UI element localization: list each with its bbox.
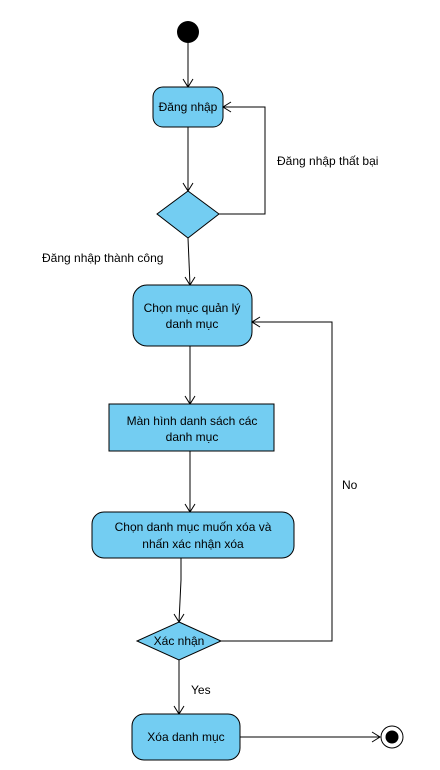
node-choose-line2: danh mục — [166, 317, 219, 331]
edge-label-login-success: Đăng nhập thành công — [42, 251, 163, 265]
node-select-line1: Chọn danh mục muốn xóa và — [115, 520, 272, 534]
edge-login-failed — [219, 106, 266, 215]
arrowhead — [371, 731, 381, 743]
edge-no — [221, 321, 333, 642]
arrowhead — [251, 316, 261, 328]
node-login: Đăng nhập — [152, 86, 224, 128]
node-category-list: Màn hình danh sách các danh mục — [108, 403, 275, 452]
decision-confirm: Xác nhận — [135, 621, 223, 661]
decision-login — [156, 190, 220, 239]
node-choose-line1: Chọn mục quản lý — [144, 301, 241, 315]
node-select-to-delete: Chọn danh mục muốn xóa và nhấn xác nhận … — [91, 511, 295, 559]
node-delete-label: Xóa danh mục — [147, 730, 224, 744]
edge-select-to-confirm — [178, 558, 182, 623]
edge-label-login-failed: Đăng nhập thất bại — [277, 154, 378, 168]
decision-confirm-label: Xác nhận — [154, 634, 205, 648]
arrowhead — [222, 101, 232, 113]
edge-label-no: No — [342, 478, 358, 492]
edge-login-success — [187, 237, 191, 286]
node-list-line1: Màn hình danh sách các — [127, 414, 258, 428]
edge-label-yes: Yes — [191, 683, 211, 697]
node-choose-category: Chọn mục quản lý danh mục — [132, 284, 253, 347]
node-list-line2: danh mục — [166, 430, 219, 444]
node-delete-category: Xóa danh mục — [131, 713, 241, 761]
end-node — [380, 725, 404, 749]
node-login-label: Đăng nhập — [159, 100, 218, 114]
node-select-line2: nhấn xác nhận xóa — [142, 537, 244, 551]
start-node — [177, 21, 199, 43]
